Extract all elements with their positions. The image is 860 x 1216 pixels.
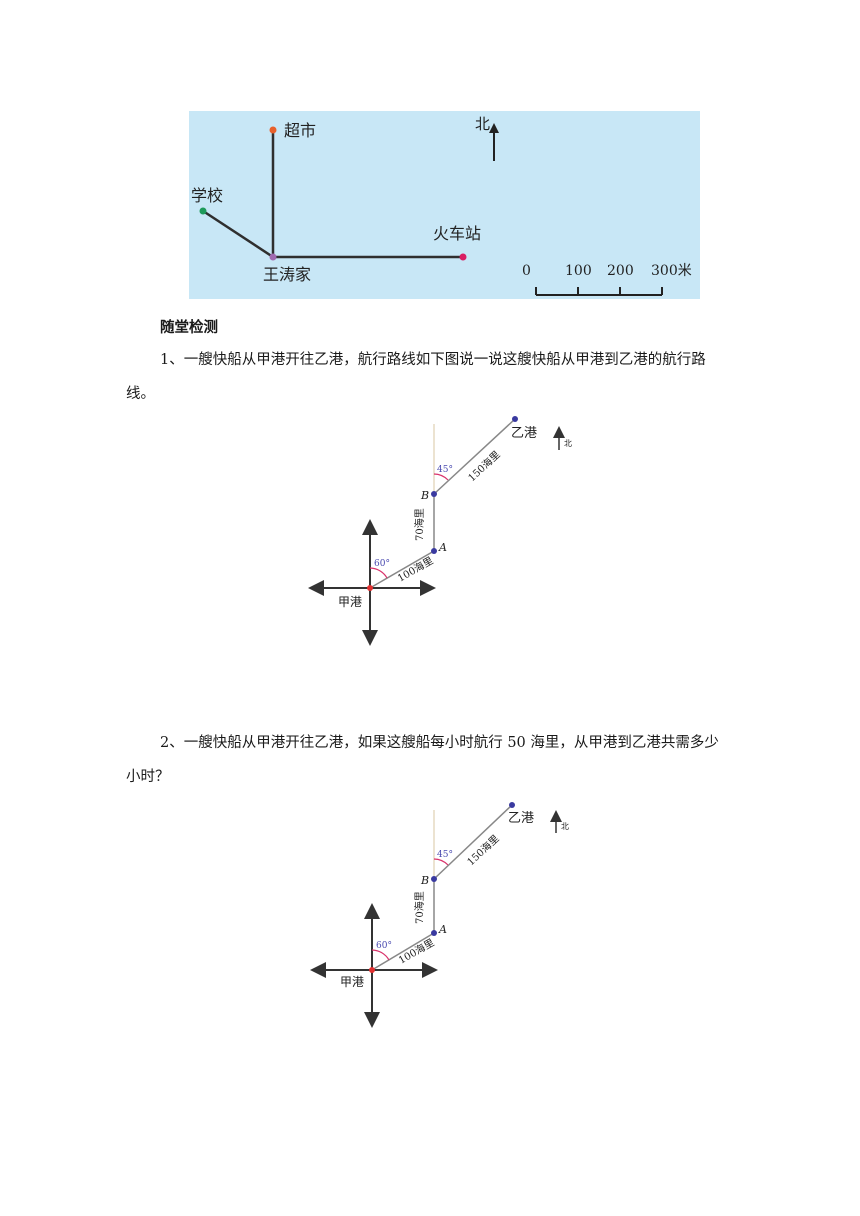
point-a (431, 548, 437, 554)
question-1-line-2: 线。 (126, 386, 155, 402)
scale-label-0: 0 (522, 263, 531, 279)
school-point (199, 207, 207, 215)
point-b (431, 876, 437, 882)
question-2-line-2: 小时？ (126, 769, 170, 785)
route-diagram-2: 甲港 乙港 A B 60° 45° 100海里 70海里 150海里 北 (310, 802, 569, 1028)
point-a-label: A (438, 541, 447, 554)
angle-45-label: 45° (437, 850, 453, 860)
question-1-line-1: 1、一艘快船从甲港开往乙港，航行路线如下图说一说这艘快船从甲港到乙港的航行路 (160, 352, 706, 368)
point-a-label: A (438, 923, 447, 936)
route-leg-1 (371, 932, 435, 971)
section-title: 随堂检测 (160, 320, 218, 336)
school-label: 学校 (191, 186, 223, 205)
scale-bar (535, 287, 663, 296)
end-port-point (512, 416, 518, 422)
north-label: 北 (564, 439, 572, 448)
point-b-label: B (420, 874, 429, 887)
leg-3-label: 150海里 (465, 448, 502, 484)
angle-60-label: 60° (374, 559, 390, 569)
station-label: 火车站 (433, 224, 481, 243)
end-port-label: 乙港 (511, 426, 537, 441)
start-port-point (369, 967, 375, 973)
map-figure: 超市 学校 王涛家 火车站 北 0 100 200 300米 (189, 111, 700, 299)
route-leg-3 (433, 804, 513, 880)
scale-label-100: 100 (565, 263, 592, 279)
station-point (459, 253, 467, 261)
supermarket-point (269, 126, 277, 134)
north-label: 北 (475, 115, 490, 133)
angle-45-label: 45° (437, 465, 453, 475)
point-b-label: B (420, 489, 429, 502)
point-a (431, 930, 437, 936)
question-2-line-1: 2、一艘快船从甲港开往乙港，如果这艘船每小时航行 50 海里，从甲港到乙港共需多… (160, 735, 719, 751)
start-port-point (367, 585, 373, 591)
angle-arc-60 (371, 949, 390, 961)
home-label: 王涛家 (263, 265, 311, 284)
north-arrowhead-icon (489, 123, 499, 133)
point-b (431, 491, 437, 497)
north-label: 北 (561, 822, 569, 831)
start-port-label: 甲港 (338, 595, 362, 609)
route-diagram-1: 甲港 乙港 A B 60° 45° 100海里 70海里 150海里 北 (308, 416, 572, 646)
leg-2-label: 70海里 (413, 508, 426, 541)
home-point (269, 253, 277, 261)
end-port-label: 乙港 (508, 811, 534, 826)
angle-arc-45 (433, 473, 449, 481)
leg-3-label: 150海里 (464, 832, 501, 868)
road-school-home (202, 209, 274, 259)
supermarket-label: 超市 (284, 121, 316, 140)
scale-label-300: 300米 (651, 263, 692, 279)
leg-2-label: 70海里 (413, 891, 426, 924)
scale-label-200: 200 (607, 263, 634, 279)
end-port-point (509, 802, 515, 808)
start-port-label: 甲港 (340, 975, 364, 989)
route-leg-3 (433, 418, 516, 495)
angle-arc-45 (433, 858, 449, 866)
route-leg-1 (369, 550, 435, 589)
angle-arc-60 (369, 567, 388, 579)
angle-60-label: 60° (376, 941, 392, 951)
